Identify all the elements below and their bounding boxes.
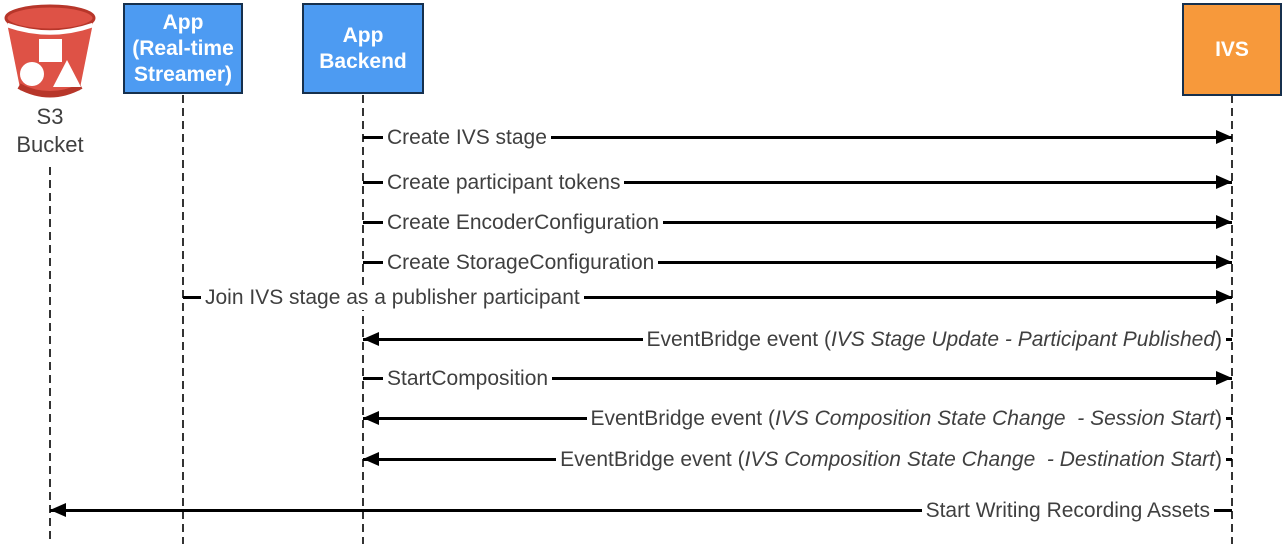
arrowhead-right-icon — [1216, 255, 1232, 269]
actor-label-line: (Real-time — [132, 36, 234, 60]
message-line — [183, 296, 1232, 299]
actor-label-line: App — [342, 23, 384, 47]
message-label: Start Writing Recording Assets — [921, 499, 1214, 523]
arrowhead-right-icon — [1216, 290, 1232, 304]
message-line — [363, 221, 1232, 224]
actor-label-line: S3 — [36, 104, 64, 129]
actor-label-line: IVS — [1215, 37, 1249, 61]
arrowhead-left-icon — [363, 411, 379, 425]
actor-label-line: Bucket — [16, 132, 84, 157]
actor-app-realtime-streamer: App (Real-time Streamer) — [123, 3, 243, 94]
arrowhead-right-icon — [1216, 175, 1232, 189]
arrowhead-right-icon — [1216, 130, 1232, 144]
message-line — [50, 509, 1232, 512]
actor-app-backend: App Backend — [302, 3, 424, 94]
message-label: Create StorageConfiguration — [383, 251, 659, 275]
arrowhead-right-icon — [1216, 371, 1232, 385]
actor-label-line: App — [162, 10, 204, 34]
message-label: Create EncoderConfiguration — [383, 211, 663, 235]
actor-s3-label: S3 Bucket — [0, 103, 100, 159]
s3-bucket-icon — [4, 4, 96, 98]
actor-label-line: Streamer) — [133, 62, 233, 86]
actor-label-line: Backend — [319, 49, 407, 73]
actor-ivs: IVS — [1182, 3, 1282, 96]
arrowhead-left-icon — [363, 332, 379, 346]
message-line — [363, 136, 1232, 139]
message-label: StartComposition — [383, 367, 553, 391]
message-label: Join IVS stage as a publisher participan… — [201, 286, 584, 310]
arrowhead-right-icon — [1216, 215, 1232, 229]
message-label: Create participant tokens — [383, 171, 625, 195]
message-label: Create IVS stage — [383, 126, 551, 150]
message-label: EventBridge event (IVS Composition State… — [556, 448, 1226, 472]
message-line — [363, 377, 1232, 380]
arrowhead-left-icon — [50, 503, 66, 517]
arrowhead-left-icon — [363, 452, 379, 466]
message-label: EventBridge event (IVS Stage Update - Pa… — [642, 328, 1226, 352]
message-label: EventBridge event (IVS Composition State… — [586, 407, 1226, 431]
message-line — [363, 181, 1232, 184]
message-line — [363, 261, 1232, 264]
